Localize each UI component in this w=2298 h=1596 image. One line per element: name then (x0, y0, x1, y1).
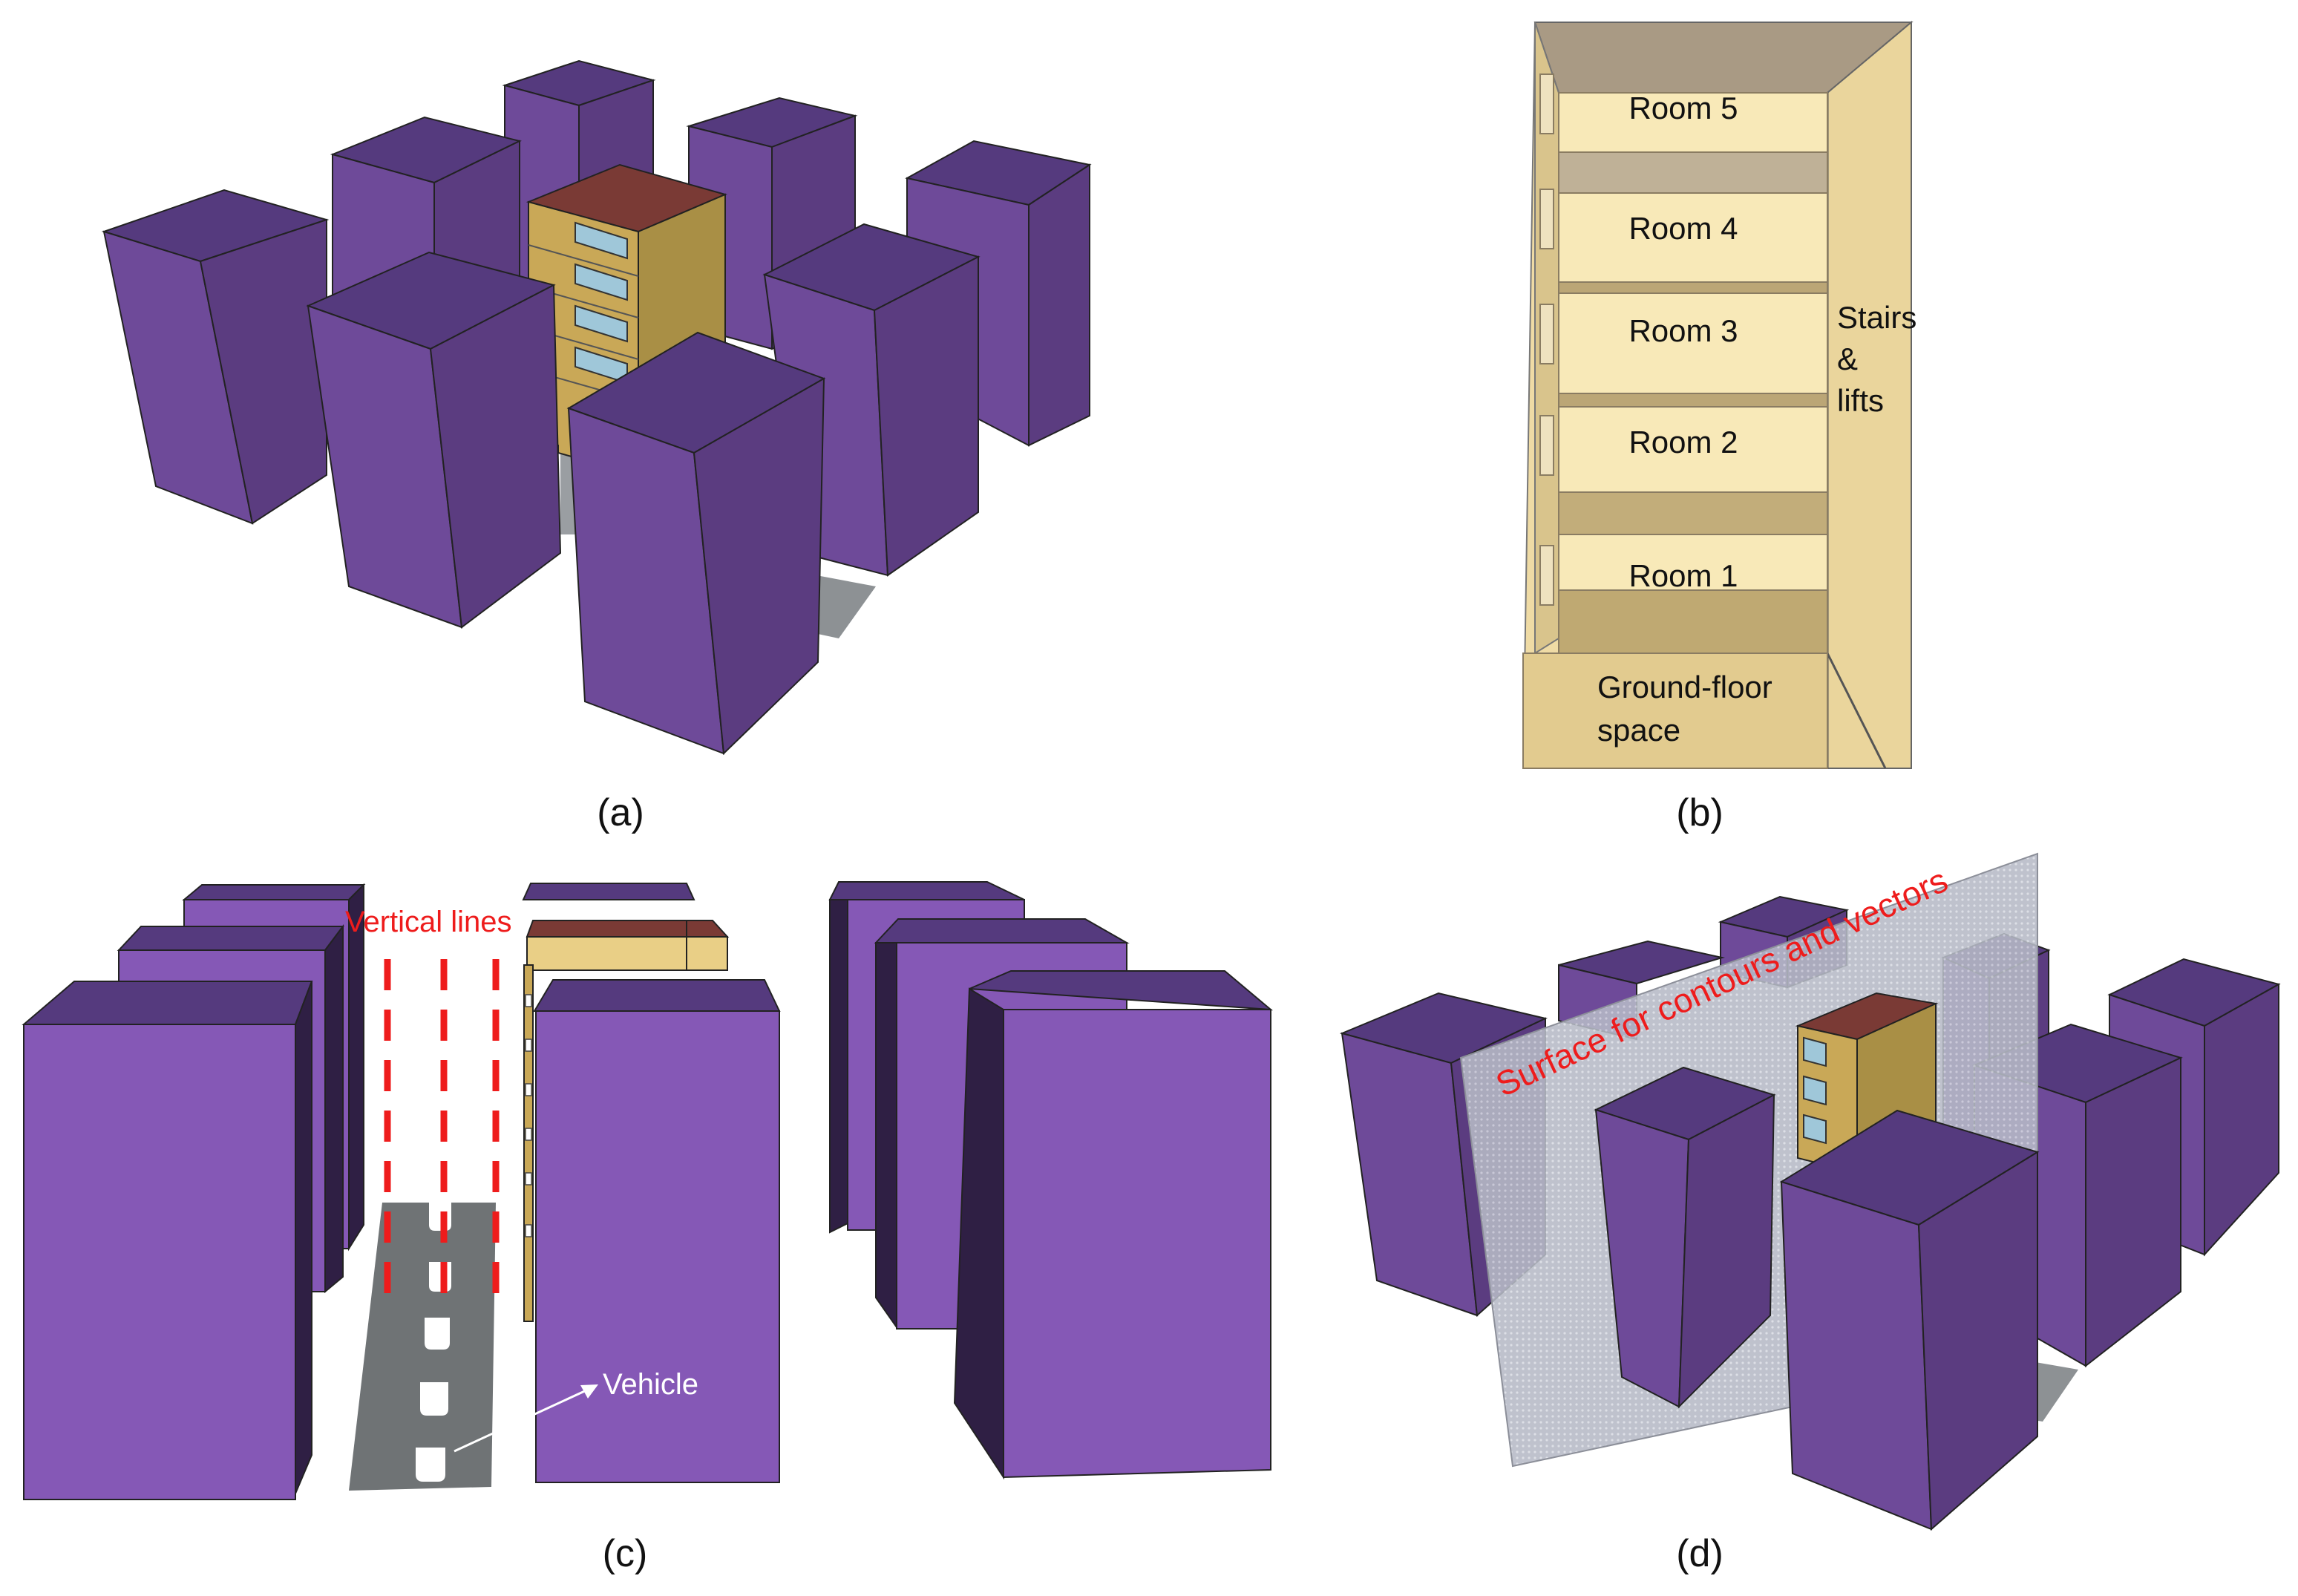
building (566, 331, 826, 756)
panel-caption: (a) (597, 791, 644, 834)
room-label: Room 4 (1628, 211, 1738, 246)
panel-c: Vertical lines Vehicle (c) (22, 881, 1273, 1575)
building (101, 189, 330, 525)
road (349, 1203, 496, 1491)
room-slabs (1522, 92, 1828, 769)
ground-floor-label: Ground-floor (1597, 670, 1772, 704)
panel-d: Surface for contours and vectors (d) (1339, 852, 2281, 1575)
building (22, 981, 313, 1500)
building (533, 979, 781, 1483)
window-column (574, 221, 628, 385)
panel-caption: (b) (1676, 791, 1724, 834)
building (1779, 1109, 2040, 1531)
ground-floor-label: space (1597, 713, 1680, 748)
stairs-label: & (1837, 341, 1858, 376)
vehicle-label: Vehicle (603, 1368, 698, 1401)
panel-caption: (d) (1676, 1532, 1724, 1575)
panel-b: Room 5 Room 4 Room 3 Room 2 Room 1 Groun… (1522, 20, 1916, 834)
window-column (1803, 1036, 1827, 1145)
room-label: Room 1 (1628, 558, 1738, 593)
room-label: Room 2 (1628, 425, 1738, 459)
panel-a: (a) (101, 59, 1092, 834)
vehicle-arrowhead (580, 1384, 598, 1399)
building (306, 251, 562, 629)
stairs-label: Stairs (1837, 300, 1916, 335)
building (953, 970, 1273, 1480)
room-label: Room 3 (1628, 313, 1738, 348)
panel-caption: (c) (603, 1532, 648, 1575)
stairs-label: lifts (1837, 383, 1884, 418)
window-markers (525, 994, 532, 1237)
vertical-lines-label: Vertical lines (345, 906, 512, 938)
vehicle-arrow (454, 1388, 589, 1453)
building (1594, 1066, 1776, 1409)
vertical-lines (384, 959, 500, 1310)
target-building (522, 883, 730, 1322)
wall-windows (1539, 73, 1554, 606)
room-label: Room 5 (1628, 91, 1738, 125)
